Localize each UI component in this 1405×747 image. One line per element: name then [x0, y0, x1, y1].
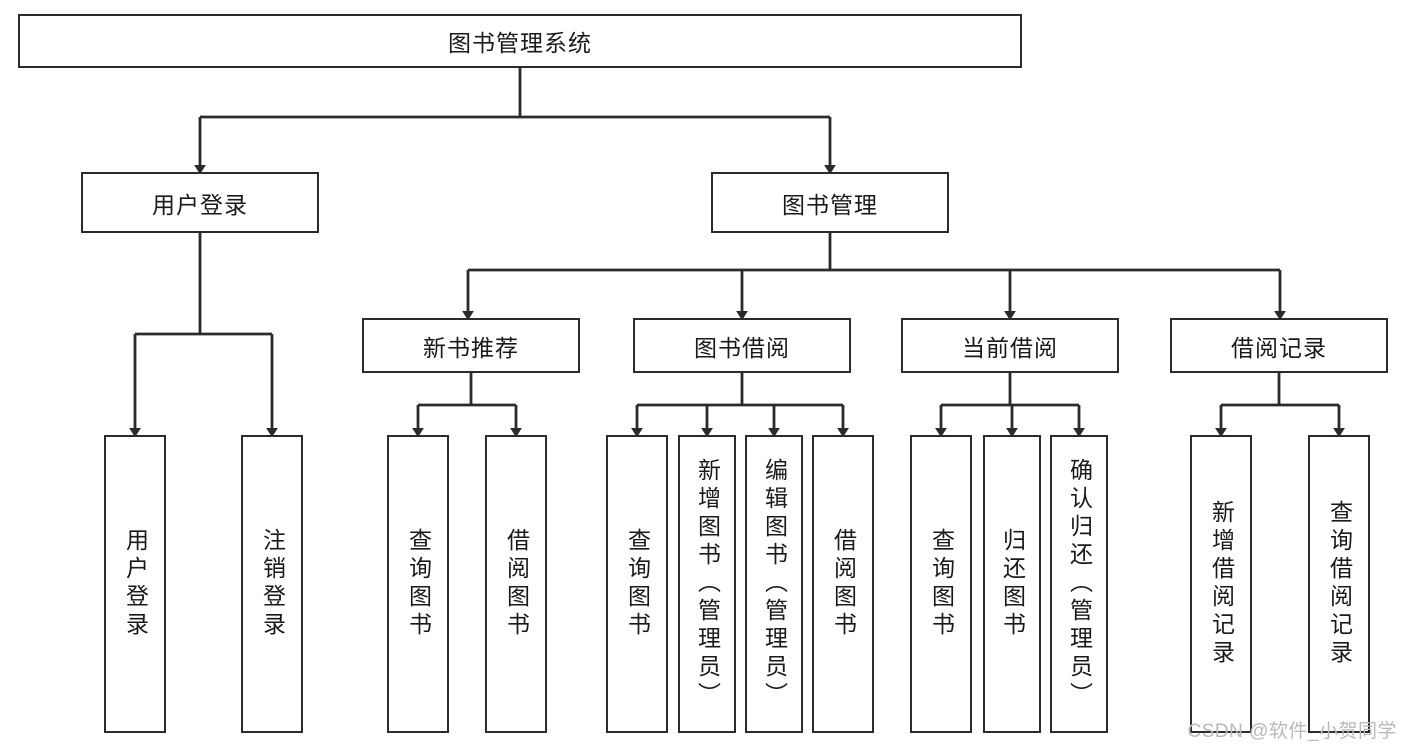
leaf-query-book-borrow[interactable]: 查询图书: [606, 435, 668, 733]
node-root[interactable]: 图书管理系统: [18, 14, 1022, 68]
leaf-query-borrow-record[interactable]: 查询借阅记录: [1308, 435, 1370, 733]
node-book-management[interactable]: 图书管理: [711, 172, 949, 233]
node-label: 图书管理: [782, 191, 878, 218]
node-label: 确认归还（管理员）: [1066, 458, 1093, 710]
node-label: 新书推荐: [423, 334, 519, 361]
node-label: 注销登录: [259, 528, 286, 640]
node-label: 新增借阅记录: [1208, 500, 1235, 668]
node-label: 图书管理系统: [448, 30, 592, 56]
node-label: 归还图书: [999, 528, 1026, 640]
node-label: 借阅图书: [503, 528, 530, 640]
node-label: 用户登录: [152, 191, 248, 218]
node-label: 图书借阅: [694, 334, 790, 361]
leaf-borrow-book[interactable]: 借阅图书: [812, 435, 874, 733]
node-label: 用户登录: [122, 528, 149, 640]
leaf-return-book[interactable]: 归还图书: [983, 435, 1041, 733]
node-label: 借阅记录: [1231, 334, 1327, 361]
leaf-query-book-recommend[interactable]: 查询图书: [387, 435, 449, 733]
node-current-borrow[interactable]: 当前借阅: [901, 318, 1119, 373]
node-new-book-recommend[interactable]: 新书推荐: [362, 318, 580, 373]
leaf-confirm-return-admin[interactable]: 确认归还（管理员）: [1050, 435, 1108, 733]
leaf-user-login[interactable]: 用户登录: [104, 435, 166, 733]
node-label: 查询图书: [405, 528, 432, 640]
node-label: 查询借阅记录: [1326, 500, 1353, 668]
node-label: 查询图书: [624, 528, 651, 640]
node-label: 新增图书（管理员）: [694, 458, 721, 710]
node-label: 当前借阅: [962, 334, 1058, 361]
csdn-watermark: CSDN @软件_小贺同学: [1187, 721, 1397, 742]
leaf-borrow-book-recommend[interactable]: 借阅图书: [485, 435, 547, 733]
leaf-query-book-current[interactable]: 查询图书: [910, 435, 972, 733]
node-borrow-record[interactable]: 借阅记录: [1170, 318, 1388, 373]
node-book-borrow[interactable]: 图书借阅: [633, 318, 851, 373]
leaf-add-book-admin[interactable]: 新增图书（管理员）: [678, 435, 736, 733]
leaf-add-borrow-record[interactable]: 新增借阅记录: [1190, 435, 1252, 733]
node-label: 编辑图书（管理员）: [761, 458, 788, 710]
node-label: 查询图书: [928, 528, 955, 640]
leaf-logout[interactable]: 注销登录: [241, 435, 303, 733]
node-label: 借阅图书: [830, 528, 857, 640]
leaf-edit-book-admin[interactable]: 编辑图书（管理员）: [745, 435, 803, 733]
node-user-login[interactable]: 用户登录: [81, 172, 319, 233]
